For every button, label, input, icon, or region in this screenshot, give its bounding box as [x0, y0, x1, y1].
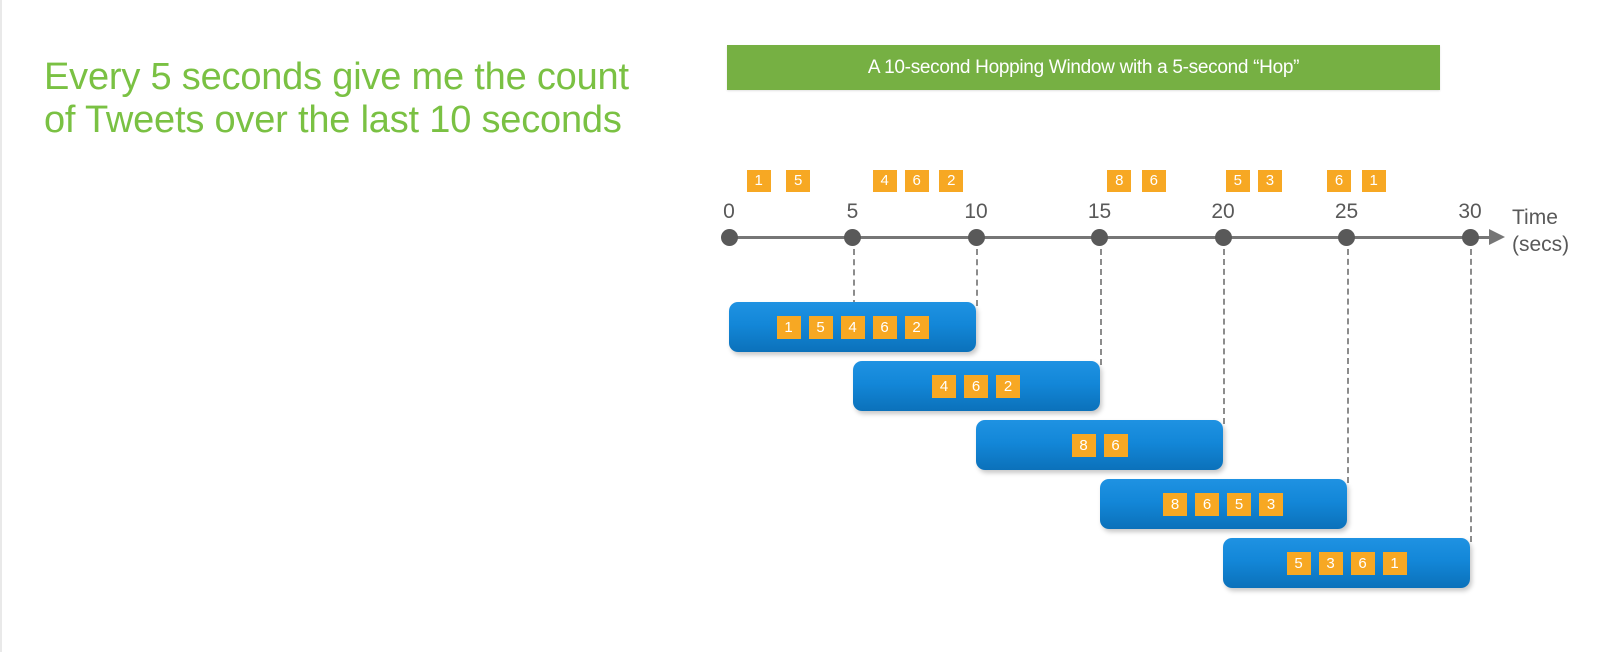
tweet-event-chip: 4 [872, 170, 897, 192]
axis-tick-dot [720, 228, 738, 246]
window-event-chip: 4 [840, 315, 865, 339]
axis-tick-dot [1091, 228, 1108, 246]
window-event-chip: 6 [1350, 551, 1375, 575]
question-text: Every 5 seconds give me the count of Twe… [44, 56, 629, 141]
window-event-chip: 8 [1071, 433, 1096, 457]
window-event-chip: 6 [1103, 433, 1128, 457]
time-axis-label: Time [1512, 206, 1558, 229]
axis-tick-dot [1461, 228, 1479, 246]
time-axis-units: (secs) [1512, 233, 1570, 256]
window-event-chip: 8 [1163, 492, 1187, 516]
window-event-chip: 3 [1259, 492, 1283, 516]
axis-tick-dot [844, 228, 861, 246]
window-event-chip: 2 [996, 374, 1020, 398]
slide-left-border [0, 0, 2, 652]
tweet-event-chip: 3 [1257, 170, 1282, 192]
window-event-chip: 5 [1227, 492, 1251, 516]
axis-tick-label: 25 [1334, 200, 1359, 223]
axis-tick-label: 15 [1087, 200, 1112, 223]
tweet-event-chip: 1 [1361, 170, 1386, 192]
time-axis-arrowhead [1489, 229, 1505, 245]
banner-title-text: A 10-second Hopping Window with a 5-seco… [867, 57, 1300, 78]
window-event-chip: 6 [964, 374, 988, 398]
time-axis-line [729, 236, 1491, 239]
tweet-event-chip: 8 [1107, 170, 1132, 192]
tweet-event-chip: 5 [1225, 170, 1250, 192]
axis-drop-line [852, 249, 855, 306]
window-event-chip: 5 [808, 315, 833, 339]
tweet-event-chip: 2 [939, 170, 964, 192]
window-event-chip: 3 [1318, 551, 1343, 575]
axis-drop-line [1099, 249, 1102, 365]
axis-tick-label: 10 [964, 200, 988, 223]
tweet-event-chip: 5 [786, 170, 811, 192]
title-banner: A 10-second Hopping Window with a 5-seco… [727, 45, 1440, 90]
time-axis-caption: Time (secs) [1512, 204, 1569, 258]
window-event-chip: 1 [1382, 551, 1407, 575]
axis-tick-label: 30 [1458, 200, 1482, 223]
tweet-event-chip: 6 [904, 170, 929, 192]
window-event-chip: 2 [904, 315, 929, 339]
window-event-chip: 6 [872, 315, 897, 339]
axis-drop-line [1223, 249, 1225, 424]
window-event-chip: 6 [1195, 492, 1219, 516]
window-event-chip: 5 [1286, 551, 1311, 575]
tweet-event-chip: 1 [746, 170, 771, 192]
axis-tick-dot [967, 228, 985, 246]
tweet-event-chip: 6 [1141, 170, 1166, 192]
axis-drop-line [976, 249, 978, 306]
axis-tick-label: 0 [723, 200, 735, 223]
window-event-chip: 1 [776, 315, 801, 339]
axis-tick-label: 20 [1211, 200, 1235, 223]
axis-tick-dot [1214, 228, 1232, 246]
axis-tick-dot [1338, 228, 1355, 246]
tweet-event-chip: 6 [1327, 170, 1352, 192]
axis-drop-line [1346, 249, 1349, 483]
window-event-chip: 4 [932, 374, 956, 398]
axis-drop-line [1470, 249, 1472, 542]
axis-tick-label: 5 [846, 200, 859, 223]
